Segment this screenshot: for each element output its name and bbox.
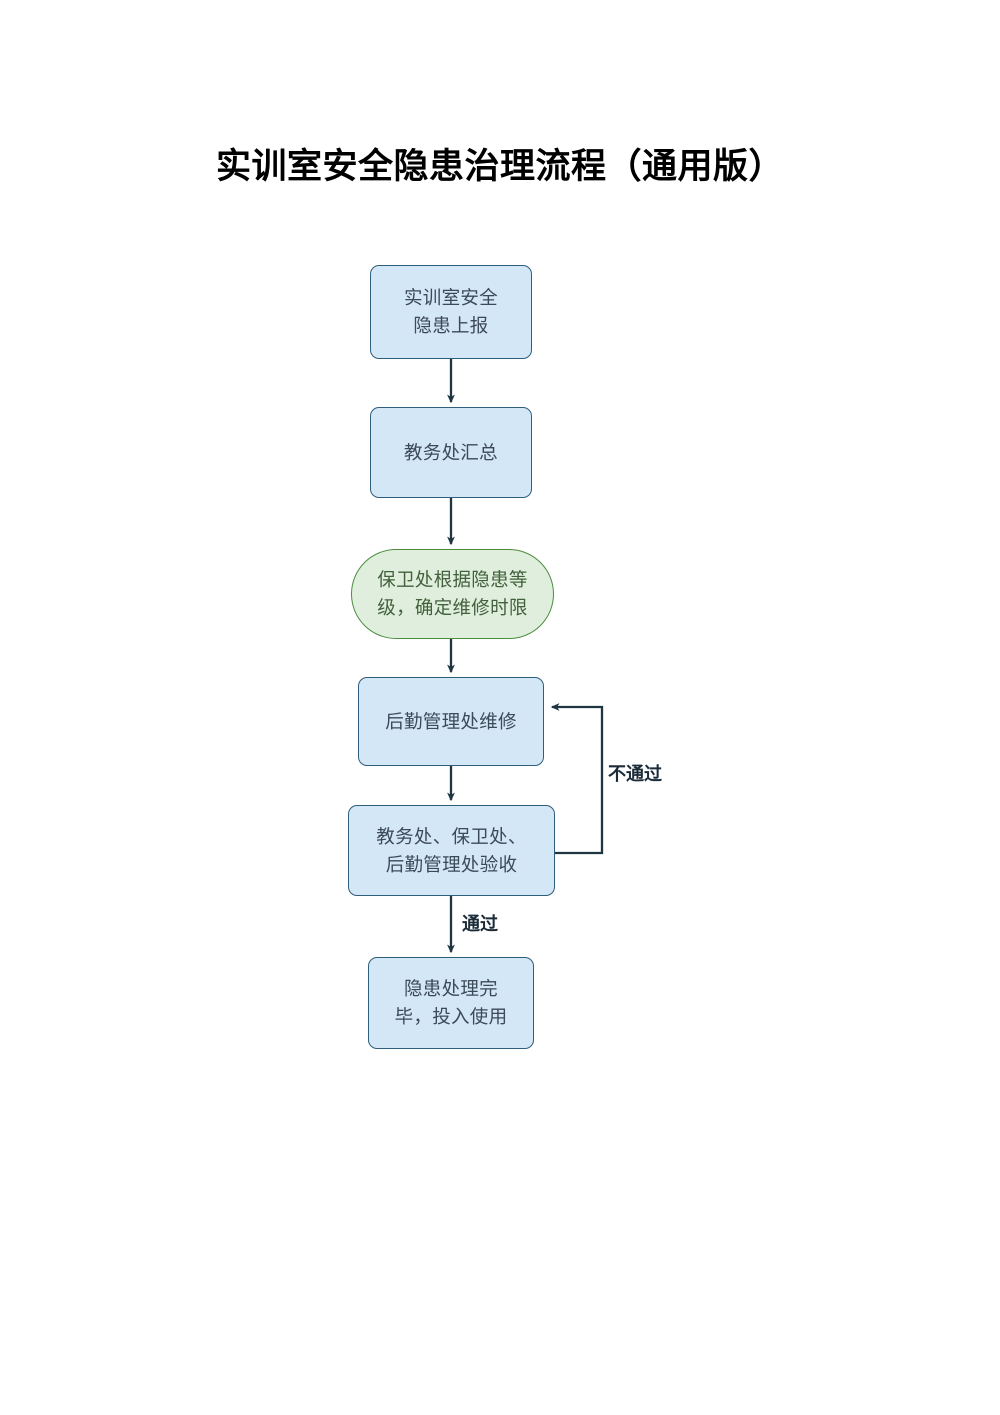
edge-label-fail: 不通过 bbox=[608, 764, 662, 784]
node-security-office-grading[interactable]: 保卫处根据隐患等 级，确定维修时限 bbox=[351, 549, 554, 639]
node-academic-affairs-summary[interactable]: 教务处汇总 bbox=[370, 407, 532, 498]
edge-label-pass: 通过 bbox=[462, 914, 498, 934]
node-logistics-repair[interactable]: 后勤管理处维修 bbox=[358, 677, 544, 766]
node-joint-acceptance[interactable]: 教务处、保卫处、 后勤管理处验收 bbox=[348, 805, 555, 896]
node-incident-report[interactable]: 实训室安全 隐患上报 bbox=[370, 265, 532, 359]
node-completed-in-service[interactable]: 隐患处理完 毕，投入使用 bbox=[368, 957, 534, 1049]
page-title: 实训室安全隐患治理流程（通用版） bbox=[215, 147, 784, 186]
edge-accept-to-repair-rework bbox=[550, 703, 604, 855]
